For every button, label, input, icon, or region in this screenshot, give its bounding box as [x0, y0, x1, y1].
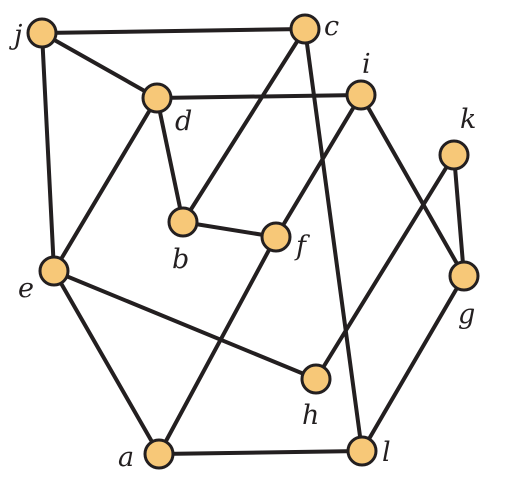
nodes-layer [26, 13, 480, 470]
node-h [300, 363, 332, 395]
node-label-l: l [382, 437, 391, 468]
node-label-i: i [362, 49, 371, 80]
node-d [141, 82, 173, 114]
edge-b-f [181, 220, 278, 239]
node-e [38, 255, 70, 287]
node-f [260, 221, 292, 253]
node-i [345, 79, 377, 111]
node-j [26, 17, 58, 49]
edge-e-h [52, 269, 318, 381]
edge-d-e [52, 96, 159, 273]
node-k [438, 139, 470, 171]
node-label-a: a [118, 442, 134, 473]
edge-j-d [40, 31, 159, 100]
node-label-d: d [175, 106, 192, 137]
labels-layer: j c d i k b f e g h a l [9, 11, 476, 473]
edge-g-l [360, 274, 466, 453]
edge-j-c [40, 27, 307, 35]
node-label-b: b [172, 244, 189, 275]
edge-k-g [452, 153, 466, 278]
edge-i-g [359, 93, 466, 278]
edge-f-a [157, 235, 278, 456]
edge-d-i [155, 93, 363, 100]
edge-k-h [314, 153, 456, 381]
edges-layer [40, 27, 466, 456]
edge-i-f [274, 93, 363, 239]
node-c [289, 13, 321, 45]
node-label-k: k [460, 104, 476, 135]
node-g [448, 260, 480, 292]
node-label-g: g [458, 299, 475, 330]
node-label-c: c [324, 11, 339, 42]
edge-c-l [303, 27, 364, 453]
node-b [167, 206, 199, 238]
edge-a-l [157, 449, 364, 456]
node-a [143, 438, 175, 470]
node-label-f: f [294, 231, 310, 262]
node-label-e: e [18, 273, 34, 304]
edge-c-b [181, 27, 307, 224]
node-l [346, 435, 378, 467]
edge-d-b [155, 96, 185, 224]
edge-j-e [40, 31, 56, 273]
node-label-h: h [302, 400, 319, 431]
edge-e-a [52, 269, 161, 456]
node-label-j: j [9, 20, 22, 51]
